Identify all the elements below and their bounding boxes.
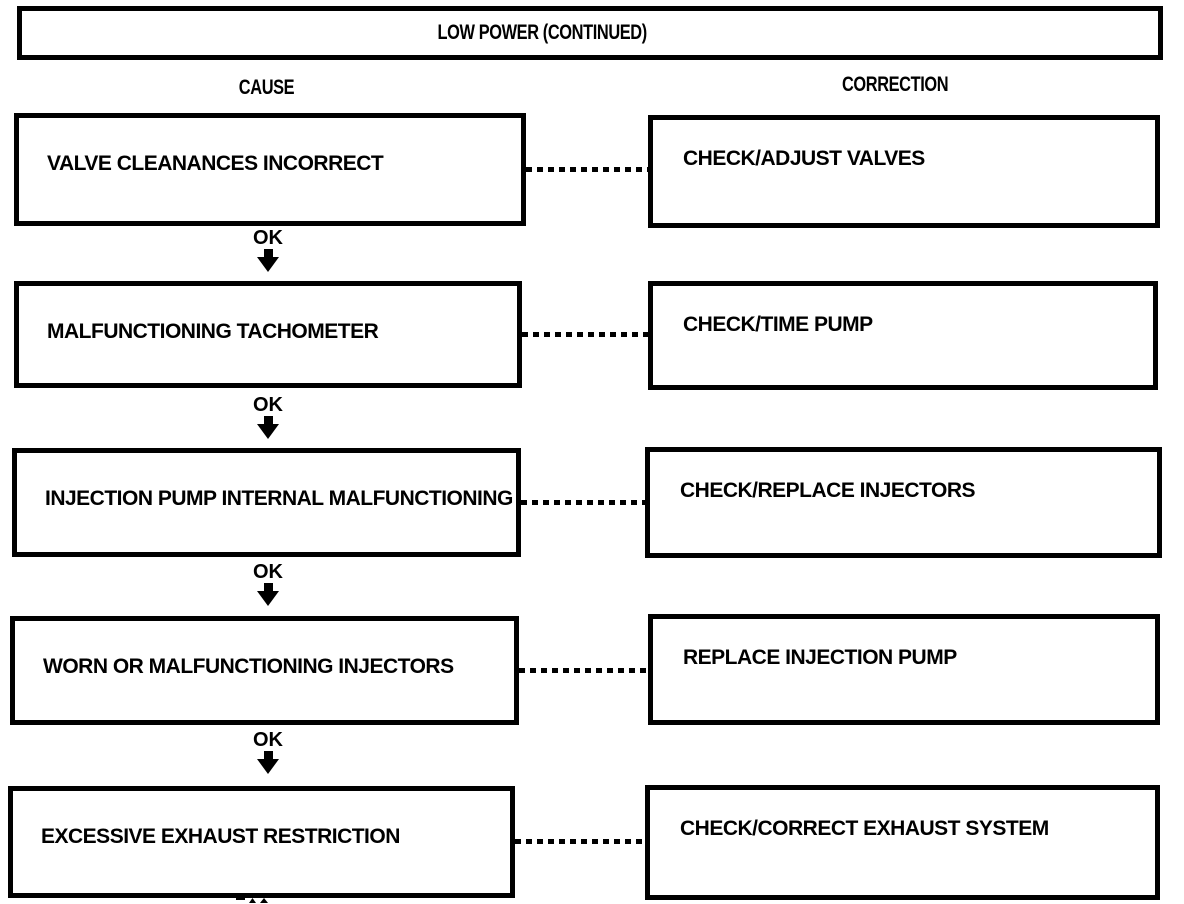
correction-text: REPLACE INJECTION PUMP xyxy=(683,646,957,669)
ok-connector: OK xyxy=(236,729,300,774)
correction-text: CHECK/ADJUST VALVES xyxy=(683,147,925,170)
ok-down-arrow-icon xyxy=(236,249,300,272)
cause-box: VALVE CLEANANCES INCORRECT xyxy=(14,113,526,226)
cause-box: WORN OR MALFUNCTIONING INJECTORS xyxy=(10,616,519,725)
dotted-connector xyxy=(519,668,648,673)
ok-down-arrow-icon xyxy=(236,751,300,774)
correction-header-label: CORRECTION xyxy=(841,73,949,96)
dotted-connector xyxy=(526,167,648,172)
flowchart-title-box: LOW POWER (CONTINUED) xyxy=(17,6,1163,60)
ok-connector: OK xyxy=(236,227,300,272)
correction-text: CHECK/REPLACE INJECTORS xyxy=(680,479,976,502)
clipped-glyph-fragment xyxy=(236,898,270,904)
cause-text: WORN OR MALFUNCTIONING INJECTORS xyxy=(43,655,454,678)
dotted-connector xyxy=(515,839,645,844)
dotted-connector xyxy=(522,332,648,337)
correction-box: CHECK/ADJUST VALVES xyxy=(648,115,1160,228)
correction-text: CHECK/CORRECT EXHAUST SYSTEM xyxy=(680,817,1049,840)
cause-text: INJECTION PUMP INTERNAL MALFUNCTIONING xyxy=(45,487,513,510)
flowchart-title: LOW POWER (CONTINUED) xyxy=(437,21,647,44)
cause-header-label: CAUSE xyxy=(239,76,295,99)
ok-connector: OK xyxy=(236,561,300,606)
correction-box: CHECK/TIME PUMP xyxy=(648,281,1158,390)
correction-box: CHECK/REPLACE INJECTORS xyxy=(645,447,1162,558)
ok-label: OK xyxy=(253,561,283,583)
ok-label: OK xyxy=(253,729,283,751)
dotted-connector xyxy=(521,500,645,505)
ok-label: OK xyxy=(253,394,283,416)
correction-text: CHECK/TIME PUMP xyxy=(683,313,873,336)
ok-down-arrow-icon xyxy=(236,416,300,439)
column-header-correction: CORRECTION xyxy=(745,74,1045,96)
ok-connector: OK xyxy=(236,394,300,439)
correction-box: REPLACE INJECTION PUMP xyxy=(648,614,1160,725)
ok-label: OK xyxy=(253,227,283,249)
column-header-cause: CAUSE xyxy=(117,77,417,99)
correction-box: CHECK/CORRECT EXHAUST SYSTEM xyxy=(645,785,1160,900)
cause-text: EXCESSIVE EXHAUST RESTRICTION xyxy=(41,825,400,848)
cause-box: MALFUNCTIONING TACHOMETER xyxy=(14,281,522,388)
cause-text: VALVE CLEANANCES INCORRECT xyxy=(47,152,384,175)
cause-text: MALFUNCTIONING TACHOMETER xyxy=(47,320,379,343)
cause-box: INJECTION PUMP INTERNAL MALFUNCTIONING xyxy=(12,448,521,557)
ok-down-arrow-icon xyxy=(236,583,300,606)
cause-box: EXCESSIVE EXHAUST RESTRICTION xyxy=(8,786,515,898)
